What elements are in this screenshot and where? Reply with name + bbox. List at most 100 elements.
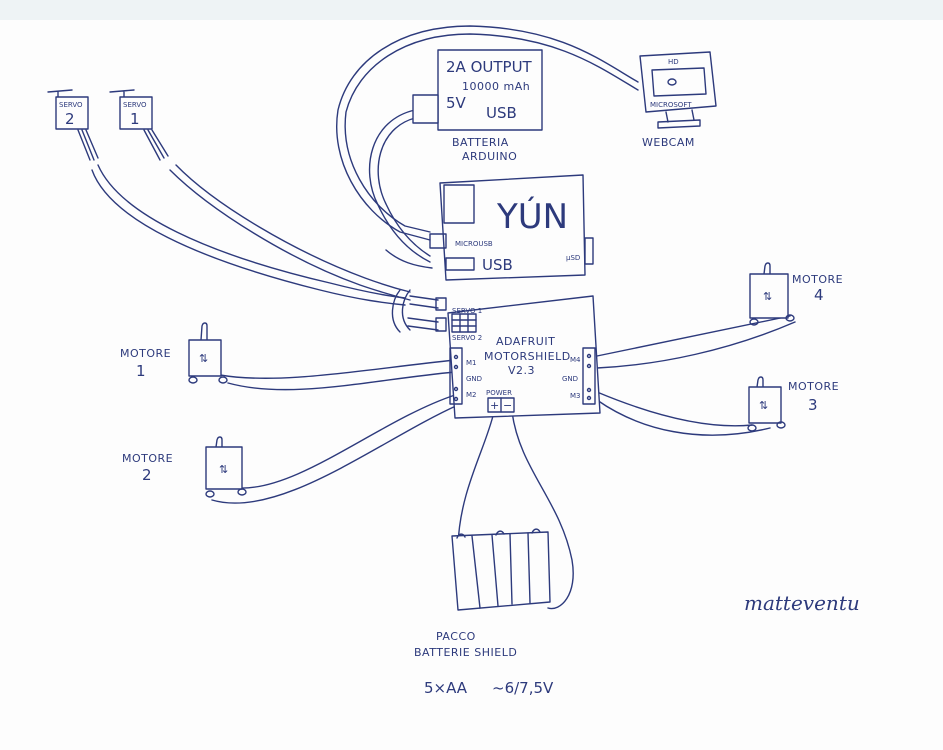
motor-3: ⇅ MOTORE 3 — [747, 376, 839, 432]
wire-motor-1b — [227, 371, 456, 391]
servo-1-label: SERVO — [123, 101, 147, 109]
motor-2-shaft — [215, 436, 223, 448]
battery-pack-caption-2: BATTERIE SHIELD — [414, 646, 517, 659]
terminal-m4a — [586, 353, 592, 359]
yun-sd-slot — [584, 237, 594, 265]
battery-pack-caption-1: PACCO — [436, 630, 476, 643]
servo-2-number: 2 — [65, 110, 75, 128]
terminal-m2a — [453, 386, 459, 392]
motor-2-number: 2 — [142, 466, 152, 484]
scan-top-band — [0, 0, 943, 20]
webcam-stand — [657, 109, 701, 129]
webcam-body — [639, 51, 717, 113]
motor-1-shaft — [200, 322, 208, 341]
servo-plug-2 — [435, 317, 447, 332]
wire-servo-2b — [97, 164, 406, 299]
wire-motor-2b — [211, 404, 459, 504]
battery-cell-tops — [456, 528, 541, 539]
battery-5v-plug — [412, 94, 439, 124]
motor-4-tab-left — [749, 318, 759, 326]
battery-cells — [471, 532, 531, 609]
motor-3-symbol: ⇅ — [759, 399, 769, 412]
servo-2-body — [55, 96, 89, 130]
motorshield-power-label: POWER — [486, 389, 512, 397]
servo-1-body — [119, 96, 153, 130]
motorshield-m4-label: M4 — [570, 356, 581, 364]
wire-webcam-outer — [336, 25, 639, 241]
webcam-hd-label: HD — [668, 58, 679, 66]
wire-battery-inner — [377, 117, 431, 257]
terminal-m1a — [453, 354, 459, 360]
motorshield-servo-header-grid — [451, 313, 477, 333]
arduino-yun: YÚN MICROUSB USB μSD — [429, 174, 594, 281]
motorshield-servo2-label: SERVO 2 — [452, 334, 482, 342]
motor-2-body — [205, 446, 243, 490]
motor-2-tab-left — [205, 490, 215, 498]
webcam: HD MICROSOFT WEBCAM — [639, 51, 717, 149]
battery-caption-2: ARDUINO — [462, 150, 517, 163]
webcam-brand-label: MICROSOFT — [650, 101, 692, 109]
motorshield-m3-label: M3 — [570, 392, 581, 400]
adafruit-motorshield: SERVO 1 SERVO 2 ADAFRUIT MOTORSHIELD V2.… — [447, 295, 601, 419]
servo-2: SERVO 2 — [47, 89, 99, 161]
motor-1: ⇅ MOTORE 1 — [120, 322, 228, 384]
motor-1-body — [188, 339, 222, 377]
battery-pack-holder — [451, 531, 551, 611]
webcam-screen — [651, 67, 707, 97]
motorshield-title-3: V2.3 — [508, 364, 535, 377]
battery-arduino: 2A OUTPUT 10000 mAh 5V USB BATTERIA ARDU… — [412, 49, 543, 163]
motor-3-label: MOTORE — [788, 380, 839, 393]
wire-power-plus — [457, 411, 495, 546]
motor-2: ⇅ MOTORE 2 — [122, 436, 247, 498]
motorshield-servo-header — [451, 313, 477, 333]
servo-plug-1 — [435, 297, 447, 311]
wire-battery-outer — [368, 109, 431, 263]
battery-capacity-label: 10000 mAh — [462, 80, 530, 93]
yun-microusb-label: MICROUSB — [455, 240, 493, 248]
servo-1-cable — [143, 129, 169, 161]
battery-pack: PACCO BATTERIE SHIELD 5×AA ~6/7,5V — [414, 528, 554, 697]
motor-2-label: MOTORE — [122, 452, 173, 465]
motor-4-body — [749, 273, 789, 319]
terminal-m4b — [586, 363, 592, 369]
wire-motor-4b — [596, 321, 796, 369]
motor-4: ⇅ MOTORE 4 — [749, 262, 843, 326]
motor-1-label: MOTORE — [120, 347, 171, 360]
wire-servo-1a — [169, 169, 411, 301]
motor-1-tab-left — [188, 376, 198, 384]
signature: matteventu — [744, 591, 860, 615]
wire-webcam-inner — [344, 33, 639, 233]
motorshield-title-1: ADAFRUIT — [496, 335, 555, 348]
terminal-m3a — [586, 387, 592, 393]
motorshield-m1-label: M1 — [466, 359, 477, 367]
wire-bundle-bracket-2 — [401, 289, 411, 331]
wire-yun-usb — [385, 249, 433, 269]
wire-motor-3a — [596, 391, 753, 427]
battery-output-label: 2A OUTPUT — [446, 58, 533, 76]
motor-2-tab-right — [237, 488, 247, 496]
motor-1-symbol: ⇅ — [199, 352, 209, 365]
battery-5v-label: 5V — [446, 94, 467, 112]
motorshield-gnd-right: GND — [562, 375, 578, 383]
servo-1-number: 1 — [130, 110, 140, 128]
webcam-caption: WEBCAM — [642, 136, 695, 149]
wire-motor-2a — [239, 394, 456, 489]
motor-3-tab-right — [776, 421, 786, 429]
yun-microusb-port — [429, 233, 447, 249]
yun-title: YÚN — [496, 196, 568, 237]
motor-3-shaft — [756, 376, 764, 388]
battery-pack-cells: 5×AA — [424, 679, 468, 697]
power-plus: + — [490, 399, 500, 412]
motorshield-right-terminal — [582, 347, 596, 405]
yun-sd-label: μSD — [566, 254, 580, 262]
motor-3-tab-left — [747, 424, 757, 432]
battery-pack-voltage: ~6/7,5V — [492, 679, 554, 697]
yun-usb-label: USB — [482, 256, 513, 274]
wires — [91, 25, 796, 610]
yun-usb-port — [445, 257, 475, 271]
yun-ethernet-port — [443, 184, 475, 224]
servo-plug-wires — [407, 295, 439, 331]
battery-caption-1: BATTERIA — [452, 136, 509, 149]
servo-1: SERVO 1 — [109, 89, 169, 161]
